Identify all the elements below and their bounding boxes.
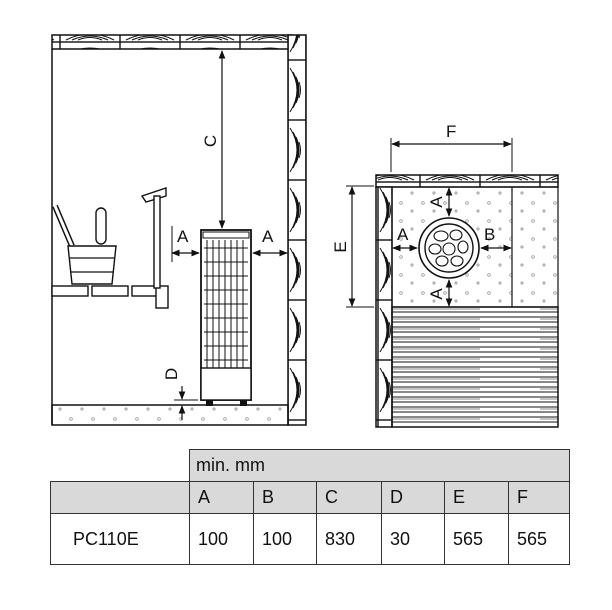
dimension-c-label: C <box>201 135 220 147</box>
heater <box>200 229 252 406</box>
sauna-bucket <box>52 204 117 285</box>
heater-top-view <box>418 217 480 279</box>
value-cell-c: 830 <box>316 513 382 565</box>
floor <box>51 404 289 426</box>
ceiling-boards <box>51 34 293 50</box>
dimension-a-left-label: A <box>177 227 189 246</box>
plan-bench-boards <box>391 306 559 428</box>
dimension-a-top-label: A <box>427 196 446 208</box>
value-cell-e: 565 <box>444 513 509 565</box>
dimension-a-plan-left-label: A <box>397 225 409 244</box>
dimension-b-label: B <box>484 225 495 244</box>
backrest <box>140 187 167 289</box>
dimension-d-label: D <box>162 368 181 380</box>
column-header-e: E <box>444 481 509 514</box>
dimension-a-bottom-label: A <box>427 288 446 300</box>
plan-left-wall-boards <box>375 186 393 428</box>
bench <box>51 285 169 309</box>
unit-header: min. mm <box>189 449 570 482</box>
column-header-a: A <box>189 481 254 514</box>
column-header-f: F <box>508 481 570 514</box>
unit-header-row: min. mm <box>50 449 570 482</box>
model-cell: PC110E <box>50 513 190 565</box>
right-wall-boards <box>287 34 307 426</box>
plan-top-boards <box>375 174 559 188</box>
value-cell-f: 565 <box>508 513 570 565</box>
column-header-d: D <box>381 481 445 514</box>
plan-view: F E A A A B <box>331 122 559 428</box>
dimension-a-right-label: A <box>262 227 274 246</box>
dimension-f-label: F <box>446 122 456 141</box>
clearance-table: min. mm A B C D E F PC110E 100 100 830 3… <box>50 449 570 565</box>
column-header-b: B <box>253 481 317 514</box>
column-header-c: C <box>316 481 382 514</box>
column-header-row: A B C D E F <box>50 481 570 514</box>
value-cell-a: 100 <box>189 513 254 565</box>
value-cell-d: 30 <box>381 513 445 565</box>
table-row: PC110E 100 100 830 30 565 565 <box>50 513 570 565</box>
value-cell-b: 100 <box>253 513 317 565</box>
dimension-e-label: E <box>331 241 350 252</box>
side-view: C A A D <box>51 34 307 426</box>
installation-clearance-diagram: C A A D <box>51 34 559 428</box>
